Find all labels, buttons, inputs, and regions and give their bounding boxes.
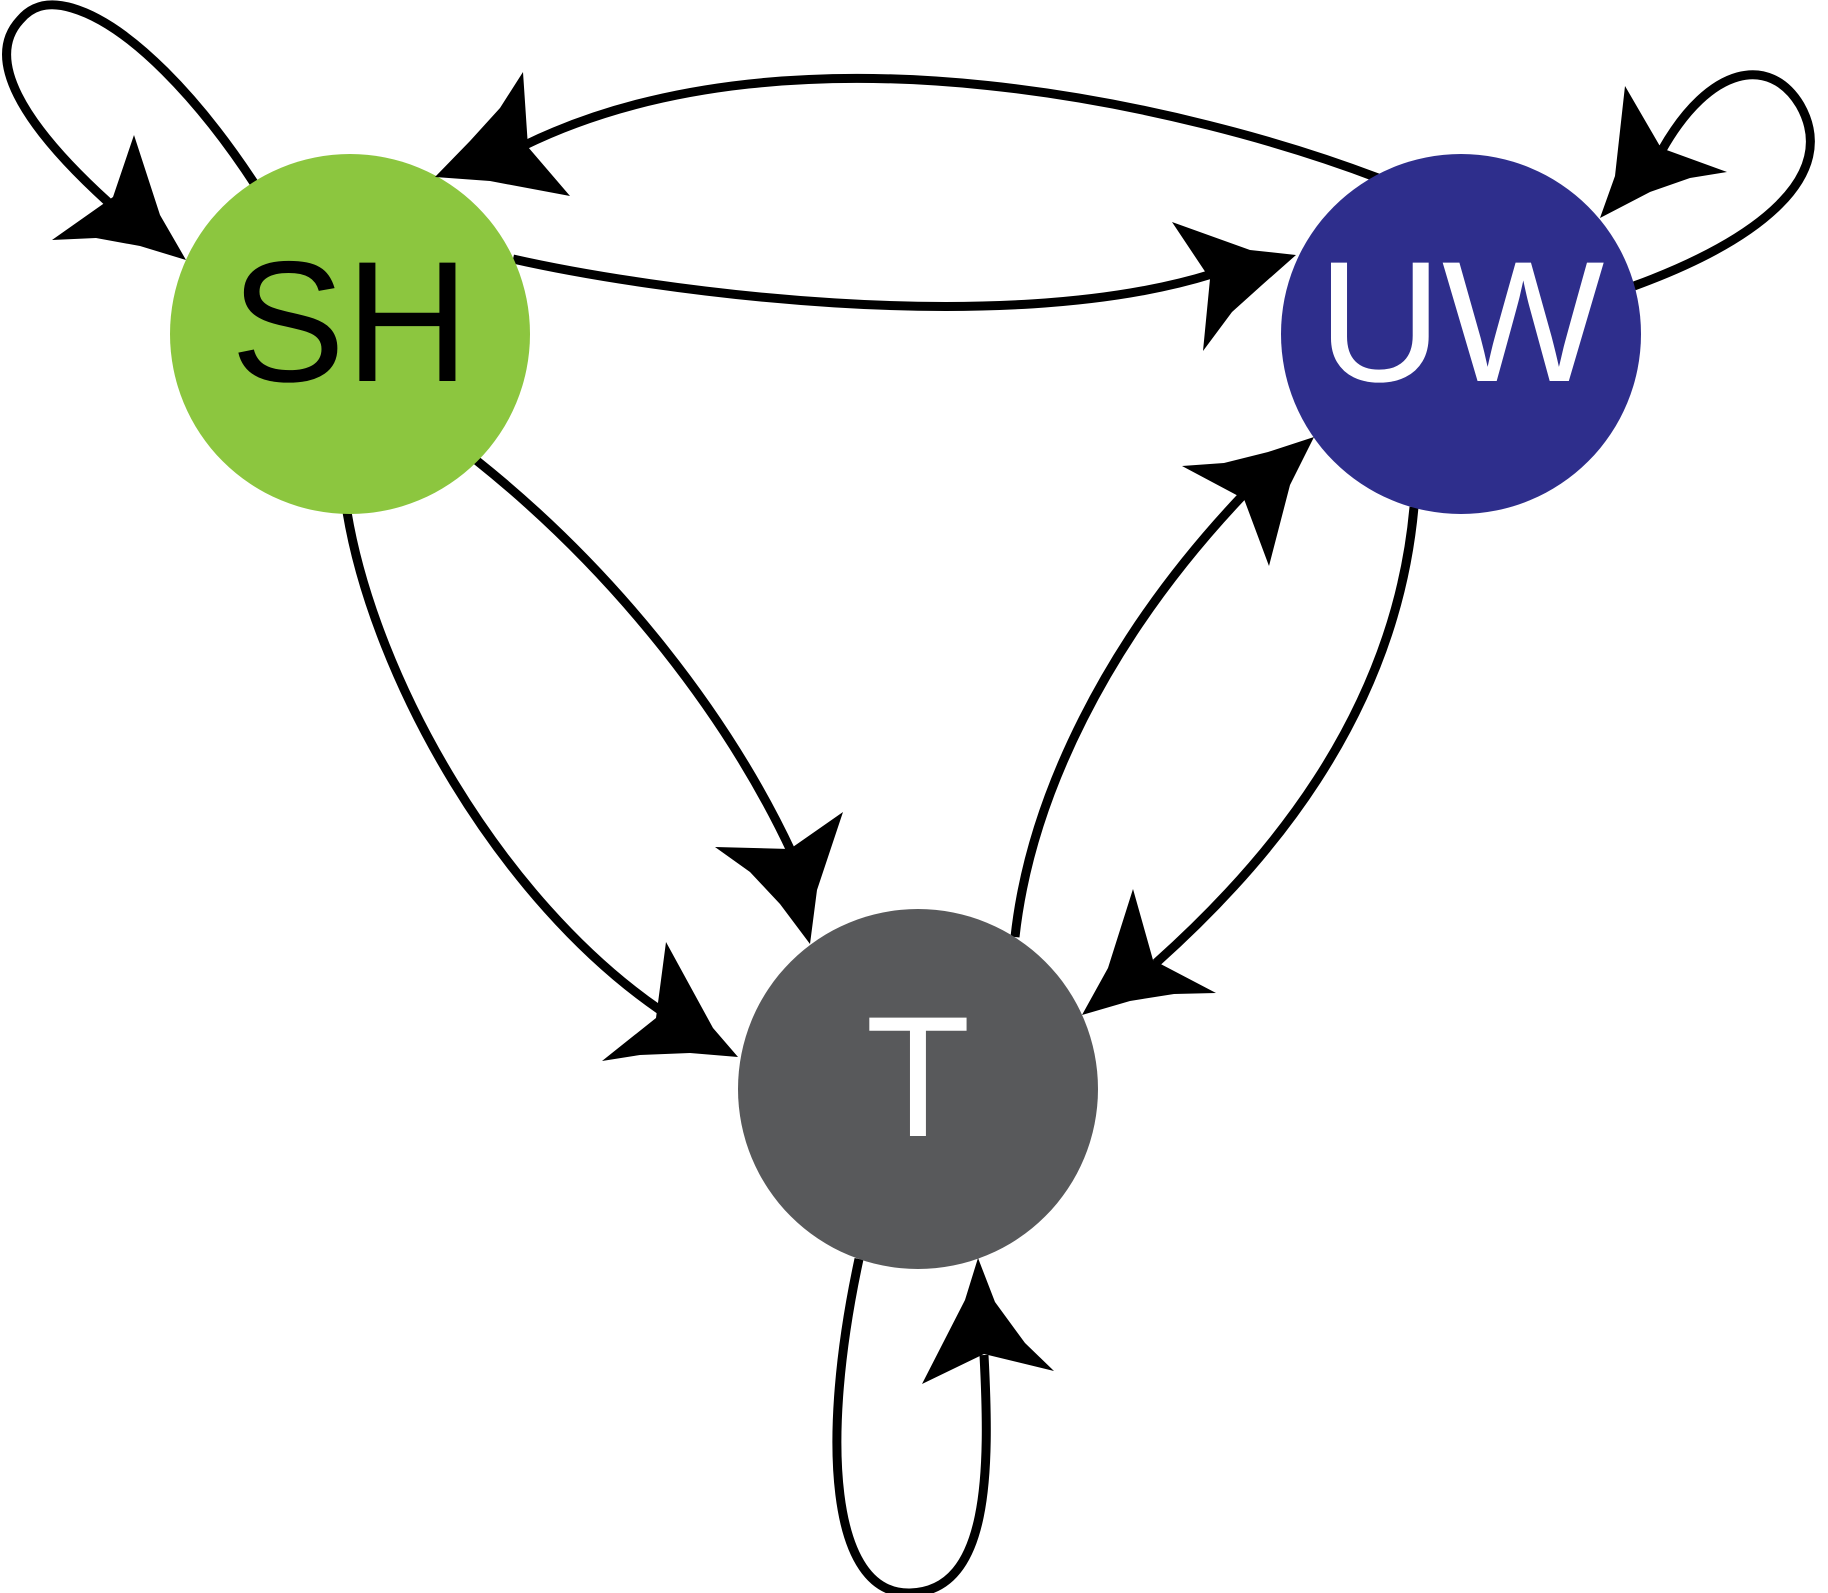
node-t[interactable]: T xyxy=(738,909,1098,1269)
node-uw-label: UW xyxy=(1318,226,1605,418)
edge-t-to-uw xyxy=(1010,489,1249,938)
arrowhead-uw-self-loop xyxy=(1600,86,1727,218)
node-uw[interactable]: UW xyxy=(1281,154,1641,514)
edge-uw-to-t xyxy=(1152,506,1419,967)
arrowheads xyxy=(52,72,1727,1384)
node-t-circle[interactable] xyxy=(738,909,1098,1269)
arrowhead-t-to-uw xyxy=(1182,437,1314,566)
arrowhead-sh-to-t-outer xyxy=(602,942,738,1061)
arrowhead-sh-to-t-inner xyxy=(715,812,843,944)
edge-uw-self-loop xyxy=(1632,70,1815,291)
nodes: SH UW T xyxy=(170,154,1641,1269)
edge-sh-to-t-inner xyxy=(473,456,797,855)
arrowhead-sh-self-loop xyxy=(52,135,186,260)
arrowhead-uw-to-sh xyxy=(435,72,570,196)
edge-sh-to-t-outer xyxy=(342,511,663,1014)
arrowhead-t-self-loop xyxy=(922,1258,1054,1384)
node-sh-label: SH xyxy=(231,226,470,418)
node-uw-circle[interactable] xyxy=(1281,154,1641,514)
edge-sh-self-loop xyxy=(2,0,260,206)
node-sh[interactable]: SH xyxy=(170,154,530,514)
edge-uw-to-sh xyxy=(521,73,1380,183)
arrowhead-sh-to-uw xyxy=(1172,222,1296,351)
edge-sh-to-uw xyxy=(512,254,1214,311)
node-t-label: T xyxy=(865,981,970,1173)
arrowhead-uw-to-t xyxy=(1082,889,1216,1015)
node-sh-circle[interactable] xyxy=(170,154,530,514)
